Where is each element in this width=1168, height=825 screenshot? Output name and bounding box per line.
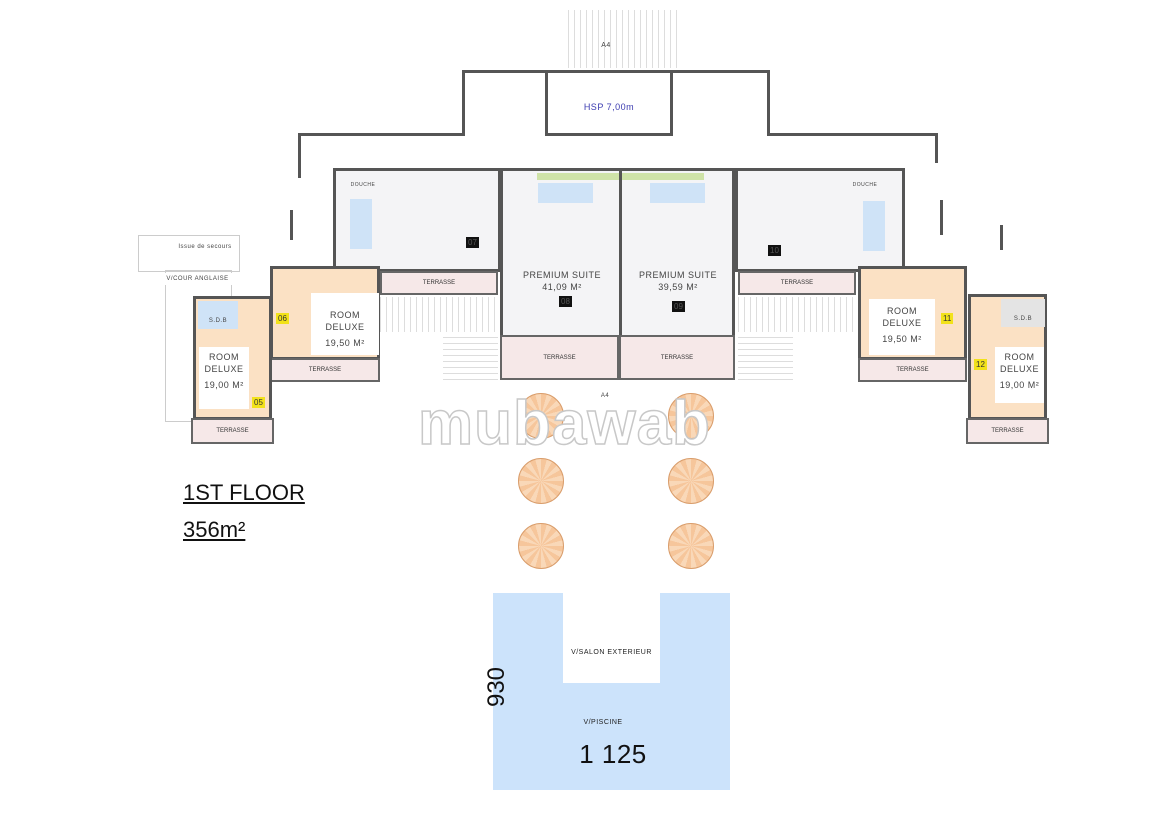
room-deluxe-11: ROOM DELUXE 19,50 M² 11: [858, 266, 967, 360]
room-area: 41,09: [542, 282, 568, 292]
room-deluxe-05: S.D.B ROOM DELUXE 19,00 M² 05: [193, 296, 272, 420]
terrace: TERRASSE: [380, 271, 498, 295]
shower-label: DOUCHE: [350, 182, 376, 188]
room-number: 08: [559, 296, 572, 307]
bathroom-label: S.D.B: [208, 318, 228, 324]
top-stair: [568, 10, 678, 68]
terrace: TERRASSE: [966, 418, 1049, 444]
hsp-label: HSP 7,00m: [583, 102, 635, 112]
room-number: 09: [672, 301, 685, 312]
room-area: 19,50: [882, 334, 908, 344]
floor-area: 356m²: [183, 517, 246, 542]
terrace: TERRASSE: [191, 418, 274, 444]
room-number: 12: [974, 359, 987, 370]
terrace: TERRASSE: [619, 335, 735, 380]
suite-07: DOUCHE 07: [333, 168, 501, 272]
area-unit: M²: [353, 338, 365, 348]
area-unit: M²: [570, 282, 582, 292]
emergency-exit-label: Issue de secours: [178, 244, 232, 250]
terrace: TERRASSE: [270, 358, 380, 382]
room-name: PREMIUM SUITE: [522, 270, 601, 280]
english-court-label: V/COUR ANGLAISE: [150, 273, 245, 285]
area-unit: M²: [686, 282, 698, 292]
room-name: ROOM DELUXE: [204, 352, 244, 374]
floor-title: 1ST FLOOR: [183, 480, 305, 505]
pool: V/SALON EXTERIEUR V/PISCINE 1 125 930: [483, 593, 730, 790]
terrace: TERRASSE: [858, 358, 967, 382]
room-name: ROOM DELUXE: [325, 310, 365, 332]
parasol-icon: [668, 393, 714, 439]
room-number: 11: [941, 313, 954, 324]
room-number: 05: [252, 397, 265, 408]
parasol-icon: [518, 523, 564, 569]
outdoor-lounge-label: V/SALON EXTERIEUR: [571, 649, 652, 656]
room-area: 19,50: [325, 338, 351, 348]
room-name: PREMIUM SUITE: [638, 270, 717, 280]
shower-label: DOUCHE: [852, 182, 878, 188]
axis-label-top: A4: [601, 42, 611, 49]
room-number: 06: [276, 313, 289, 324]
bathroom-label: S.D.B: [1013, 316, 1033, 322]
double-height-void: HSP 7,00m: [545, 70, 673, 136]
room-deluxe-06: ROOM DELUXE 19,50 M² 06: [270, 266, 380, 360]
terrace: TERRASSE: [738, 271, 856, 295]
outdoor-lounge: V/SALON EXTERIEUR: [563, 593, 660, 683]
area-unit: M²: [910, 334, 922, 344]
room-number: 10: [768, 245, 781, 256]
room-deluxe-12: S.D.B ROOM DELUXE 19,00 M² 12: [968, 294, 1047, 420]
area-unit: M²: [1027, 380, 1040, 390]
pool-width: 1 125: [579, 739, 647, 769]
room-area: 39,59: [658, 282, 684, 292]
terrace: TERRASSE: [500, 335, 619, 380]
suite-10: DOUCHE 10: [735, 168, 905, 272]
room-area: 19,00: [999, 380, 1025, 390]
parasol-icon: [668, 458, 714, 504]
room-name: ROOM DELUXE: [999, 352, 1039, 374]
room-number: 07: [466, 237, 479, 248]
parasol-icon: [518, 393, 564, 439]
parasol-icon: [518, 458, 564, 504]
axis-label-mid: A4: [600, 393, 610, 399]
parasol-icon: [668, 523, 714, 569]
pool-label: V/PISCINE: [583, 719, 623, 726]
pool-height: 930: [483, 666, 511, 708]
room-area: 19,00: [204, 380, 230, 390]
area-unit: M²: [232, 380, 244, 390]
watermark: mubawab: [417, 388, 711, 459]
room-name: ROOM DELUXE: [882, 306, 922, 328]
